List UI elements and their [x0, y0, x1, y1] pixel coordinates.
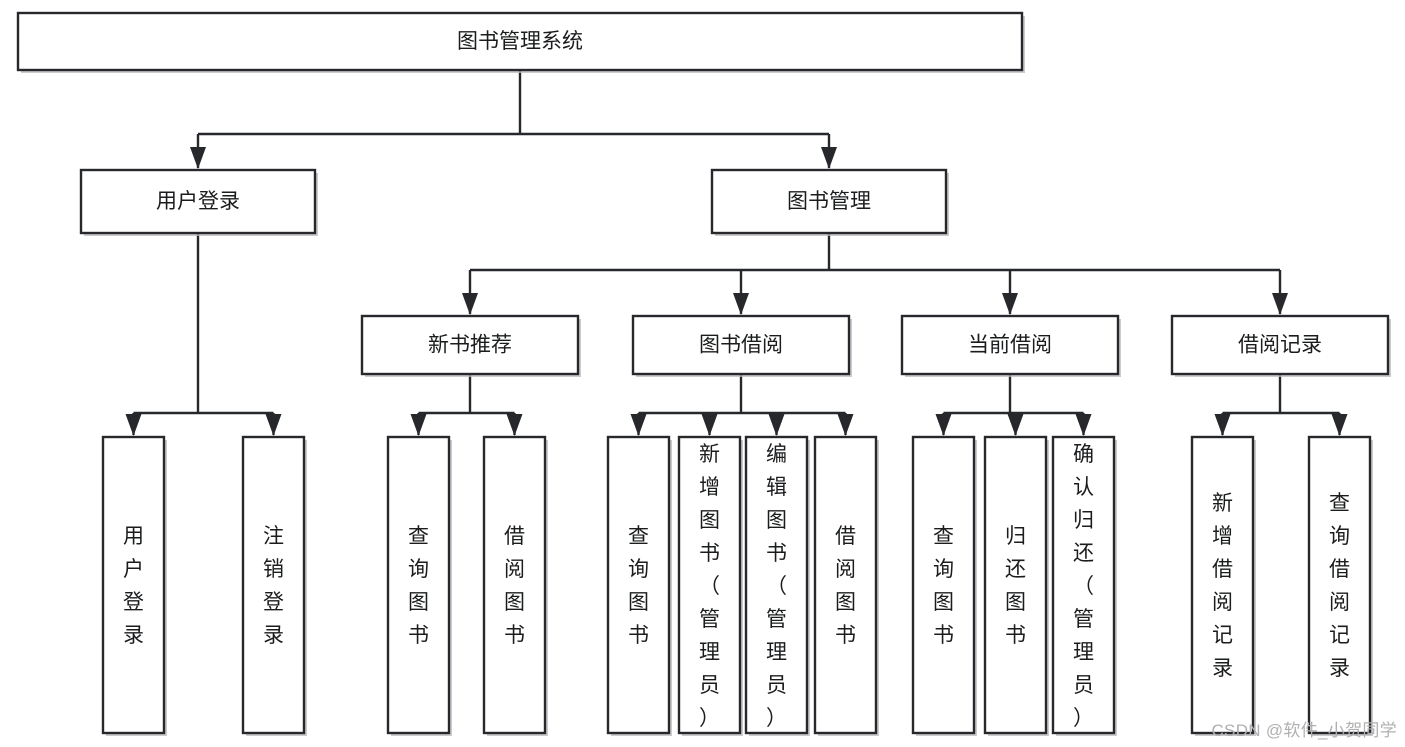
node-box [79, 168, 317, 235]
node-label: 归还图书 [1005, 525, 1026, 647]
node-current-borrow[interactable]: 当前借阅 [900, 314, 1121, 377]
node-leaf-user-login[interactable]: 用户登录 [101, 435, 167, 736]
node-label: 查询图书 [628, 525, 649, 647]
node-box [1170, 314, 1390, 376]
node-box [813, 435, 878, 735]
node-box [241, 435, 306, 735]
node-box [677, 435, 742, 735]
node-leaf-current-query-book[interactable]: 查询图书 [911, 435, 977, 736]
node-layer: 图书管理系统用户登录图书管理新书推荐图书借阅当前借阅借阅记录用户登录注销登录查询… [16, 11, 1391, 736]
arrowhead-leaf-borrow-query-book [630, 414, 647, 436]
node-leaf-rec-borrow-book[interactable]: 借阅图书 [482, 435, 548, 736]
node-leaf-borrow-add-book[interactable]: 新增图书（管理员） [677, 435, 743, 736]
arrowhead-leaf-user-logout [265, 414, 282, 436]
node-label: 查询借阅记录 [1329, 492, 1350, 680]
node-box [606, 435, 671, 735]
node-label: 新增图书（管理员） [699, 443, 720, 730]
node-root[interactable]: 图书管理系统 [16, 11, 1025, 73]
node-new-book-recommend[interactable]: 新书推荐 [360, 314, 581, 377]
arrowhead-leaf-current-return-book [1007, 414, 1024, 436]
arrowhead-book-borrow [733, 293, 749, 315]
node-box [1190, 435, 1255, 735]
node-label: 用户登录 [123, 525, 144, 647]
node-label: 新增借阅记录 [1212, 492, 1233, 680]
arrowhead-leaf-current-query-book [935, 414, 952, 436]
arrowhead-leaf-record-add [1214, 414, 1231, 436]
node-label: 确认归还（管理员） [1073, 443, 1094, 730]
node-box [1051, 435, 1116, 735]
node-label: 当前借阅 [968, 334, 1052, 357]
node-leaf-current-confirm-return[interactable]: 确认归还（管理员） [1051, 435, 1117, 736]
node-box [710, 168, 948, 235]
node-label: 图书管理 [787, 190, 871, 213]
node-book-borrow[interactable]: 图书借阅 [631, 314, 852, 377]
arrowhead-user-login [190, 147, 206, 169]
node-label: 编辑图书（管理员） [766, 443, 787, 730]
node-box [911, 435, 976, 735]
node-label: 用户登录 [156, 190, 240, 213]
node-label: 查询图书 [408, 525, 429, 647]
arrowhead-current-borrow [1002, 293, 1018, 315]
node-leaf-rec-query-book[interactable]: 查询图书 [386, 435, 452, 736]
node-label: 注销登录 [263, 525, 284, 647]
node-leaf-borrow-query-book[interactable]: 查询图书 [606, 435, 672, 736]
node-label: 借阅图书 [504, 525, 525, 647]
node-borrow-record[interactable]: 借阅记录 [1170, 314, 1391, 377]
node-leaf-record-query[interactable]: 查询借阅记录 [1307, 435, 1373, 736]
node-leaf-user-logout[interactable]: 注销登录 [241, 435, 307, 736]
arrowhead-leaf-current-confirm-return [1075, 414, 1092, 436]
node-box [900, 314, 1120, 376]
arrowhead-leaf-user-login [125, 414, 142, 436]
csdn-watermark: CSDN @软件_小贺同学 [1211, 721, 1397, 740]
arrowhead-borrow-record [1272, 293, 1288, 315]
node-box [386, 435, 451, 735]
arrowhead-leaf-borrow-edit-book [768, 414, 785, 436]
node-label: 查询图书 [933, 525, 954, 647]
arrowhead-leaf-rec-borrow-book [506, 414, 523, 436]
node-leaf-record-add[interactable]: 新增借阅记录 [1190, 435, 1256, 736]
node-leaf-borrow-borrow-book[interactable]: 借阅图书 [813, 435, 879, 736]
node-book-manage[interactable]: 图书管理 [710, 168, 949, 236]
node-box [744, 435, 809, 735]
node-label: 借阅记录 [1238, 334, 1322, 357]
node-label: 新书推荐 [428, 334, 512, 357]
node-box [983, 435, 1048, 735]
node-label: 图书管理系统 [457, 30, 583, 53]
arrowhead-book-manage [821, 147, 837, 169]
node-box [16, 11, 1024, 72]
node-box [1307, 435, 1372, 735]
arrowhead-new-book-recommend [462, 293, 478, 315]
arrowhead-leaf-borrow-borrow-book [837, 414, 854, 436]
node-box [360, 314, 580, 376]
node-leaf-current-return-book[interactable]: 归还图书 [983, 435, 1049, 736]
node-leaf-borrow-edit-book[interactable]: 编辑图书（管理员） [744, 435, 810, 736]
arrowhead-leaf-rec-query-book [410, 414, 427, 436]
node-label: 图书借阅 [699, 334, 783, 357]
node-box [101, 435, 166, 735]
node-user-login[interactable]: 用户登录 [79, 168, 318, 236]
node-box [482, 435, 547, 735]
arrowhead-leaf-borrow-add-book [701, 414, 718, 436]
edge-layer [125, 70, 1348, 436]
node-label: 借阅图书 [835, 525, 856, 647]
node-box [631, 314, 851, 376]
arrowhead-leaf-record-query [1331, 414, 1348, 436]
